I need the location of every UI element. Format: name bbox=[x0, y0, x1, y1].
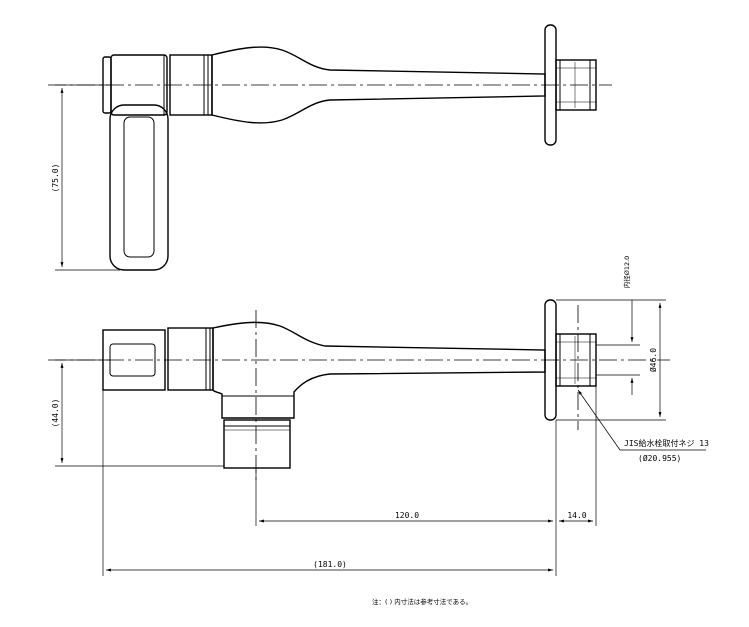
top-view bbox=[48, 24, 612, 271]
dimension-44-label: (44.0) bbox=[51, 399, 60, 428]
dimension-flange-diameter-label: Ø46.0 bbox=[648, 348, 658, 372]
thread-label: JIS給水栓取付ネジ 13 bbox=[624, 438, 709, 448]
dimension-120-label: 120.0 bbox=[395, 511, 419, 520]
dimension-181-label: (181.0) bbox=[313, 560, 347, 569]
front-view bbox=[48, 299, 670, 480]
dimension-14-label: 14.0 bbox=[567, 511, 586, 520]
dimension-14: 14.0 bbox=[559, 386, 597, 526]
reference-note: 注：( ) 内寸法は参考寸法である。 bbox=[372, 597, 472, 606]
dimension-75: (75.0) bbox=[51, 84, 120, 271]
dimension-181: (181.0) bbox=[102, 390, 553, 576]
dimension-120: 120.0 bbox=[255, 420, 557, 576]
dimension-44: (44.0) bbox=[51, 359, 224, 467]
dimension-75-label: (75.0) bbox=[51, 164, 60, 193]
dimension-flange-diameter: Ø46.0 bbox=[556, 299, 666, 421]
thread-diameter-label: (Ø20.955) bbox=[638, 453, 681, 463]
dimension-inner-diameter-label: 内径Ø12.0 bbox=[622, 256, 631, 289]
dimension-inner-diameter: 内径Ø12.0 bbox=[596, 256, 640, 395]
thread-callout: JIS給水栓取付ネジ 13 (Ø20.955) bbox=[577, 389, 709, 463]
